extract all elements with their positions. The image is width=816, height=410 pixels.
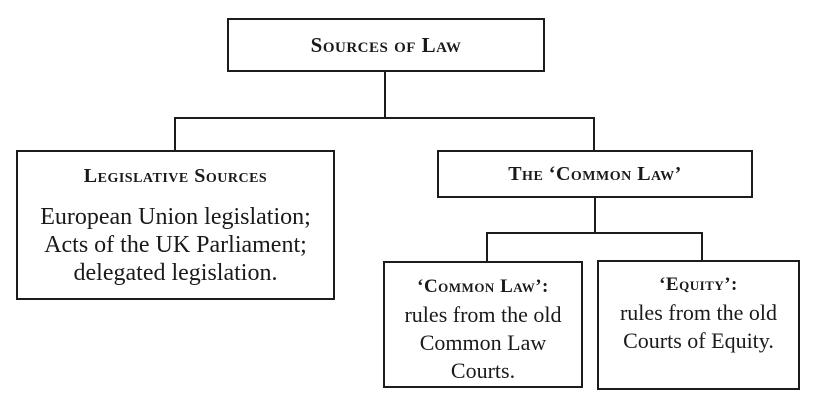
sources-of-law-title: Sources of Law xyxy=(310,32,462,57)
connector-level2-crossbar xyxy=(486,232,703,234)
legislative-sources-body: European Union legislation; Acts of the … xyxy=(40,204,311,286)
connector-drop-legislative xyxy=(174,117,176,151)
node-legislative-sources: Legislative Sources European Union legis… xyxy=(16,150,335,300)
node-common-law: The ‘Common Law’ xyxy=(437,150,753,198)
common-law-heading: The ‘Common Law’ xyxy=(508,162,682,185)
equity-body: rules from the old Courts of Equity. xyxy=(619,300,778,353)
equity-heading: ‘Equity’: xyxy=(659,274,738,295)
legislative-sources-heading: Legislative Sources xyxy=(83,165,268,187)
connector-drop-common-law-courts xyxy=(486,232,488,262)
node-sources-of-law: Sources of Law xyxy=(227,18,545,72)
node-common-law-courts: ‘Common Law’: rules from the old Common … xyxy=(383,261,583,388)
connector-common-law-stem xyxy=(594,198,596,234)
common-law-courts-body: rules from the old Common Law Courts. xyxy=(404,302,562,383)
connector-level1-crossbar xyxy=(174,117,595,119)
node-equity: ‘Equity’: rules from the old Courts of E… xyxy=(597,260,800,390)
connector-drop-common-law xyxy=(593,117,595,151)
common-law-courts-heading: ‘Common Law’: xyxy=(417,276,549,297)
connector-drop-equity xyxy=(701,232,703,261)
connector-root-stem xyxy=(384,72,386,118)
